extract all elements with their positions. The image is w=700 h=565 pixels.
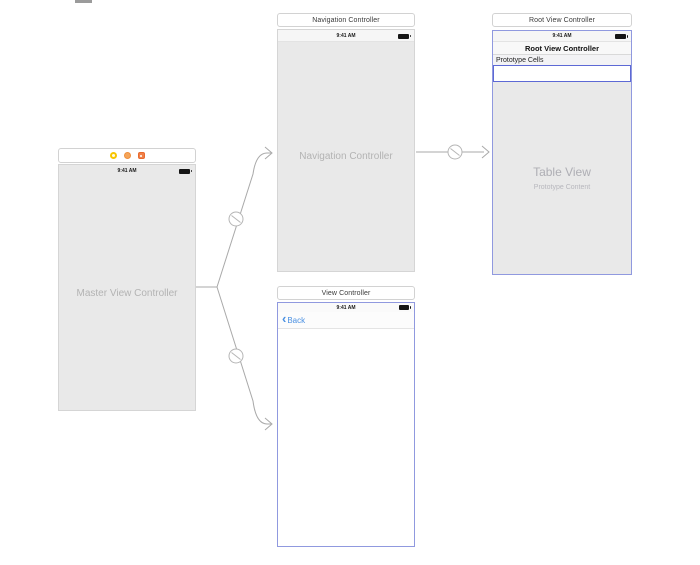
detail-view-controller-scene[interactable]: 9:41 AM ‹ Back — [277, 302, 415, 547]
master-scene-dock[interactable] — [58, 148, 196, 163]
prototype-cells-label: Prototype Cells — [496, 56, 544, 64]
navigation-controller-scene[interactable]: 9:41 AM Navigation Controller — [277, 29, 415, 272]
status-time: 9:41 AM — [336, 32, 356, 39]
root-navigation-bar[interactable]: Root View Controller — [493, 42, 631, 55]
detail-status-bar: 9:41 AM — [278, 303, 414, 312]
root-nav-title: Root View Controller — [524, 43, 600, 53]
navigation-status-bar: 9:41 AM — [278, 30, 414, 42]
navigation-dock-title: Navigation Controller — [312, 16, 380, 24]
back-button[interactable]: ‹ Back — [282, 311, 306, 326]
prototype-table-cell[interactable] — [493, 65, 631, 82]
back-chevron-icon: ‹ — [282, 311, 287, 326]
prototype-cells-header: Prototype Cells — [493, 55, 631, 65]
navigation-scene-label: Navigation Controller — [299, 151, 393, 162]
battery-icon — [399, 305, 411, 310]
status-time: 9:41 AM — [552, 33, 572, 39]
clipped-scene-dock — [75, 0, 92, 3]
exit-icon[interactable] — [137, 152, 145, 159]
battery-icon — [179, 168, 192, 174]
root-scene-dock[interactable]: Root View Controller — [492, 13, 632, 27]
navigation-scene-dock[interactable]: Navigation Controller — [277, 13, 415, 27]
master-scene-label: Master View Controller — [76, 288, 178, 299]
back-button-label: Back — [287, 315, 306, 325]
first-responder-icon[interactable] — [123, 152, 131, 159]
segue-icon-master-to-detail[interactable] — [228, 348, 244, 364]
master-dock-icons — [109, 152, 145, 159]
master-view-controller-scene[interactable]: 9:41 AM Master View Controller — [58, 164, 196, 411]
status-time: 9:41 AM — [336, 304, 356, 311]
root-view-controller-scene[interactable]: 9:41 AM Root View Controller Prototype C… — [492, 30, 632, 275]
segue-master-to-detail — [216, 286, 273, 431]
table-view-label: Table View — [533, 165, 591, 179]
segue-icon-master-to-navigation[interactable] — [228, 211, 244, 227]
detail-navigation-bar[interactable]: ‹ Back — [278, 312, 414, 329]
detail-view-body[interactable] — [278, 329, 414, 546]
root-dock-title: Root View Controller — [528, 16, 596, 24]
status-time: 9:41 AM — [117, 168, 137, 174]
root-status-bar: 9:41 AM — [493, 31, 631, 42]
table-view[interactable]: Table View Prototype Content — [493, 82, 631, 274]
battery-icon — [398, 33, 411, 39]
detail-scene-dock[interactable]: View Controller — [277, 286, 415, 300]
battery-icon — [615, 34, 628, 39]
segue-master-to-navigation — [196, 146, 273, 288]
prototype-content-label: Prototype Content — [533, 184, 591, 191]
segue-icon-navigation-to-root[interactable] — [447, 144, 463, 160]
master-status-bar: 9:41 AM — [59, 165, 195, 177]
detail-dock-title: View Controller — [321, 289, 371, 297]
view-controller-icon[interactable] — [109, 152, 117, 159]
